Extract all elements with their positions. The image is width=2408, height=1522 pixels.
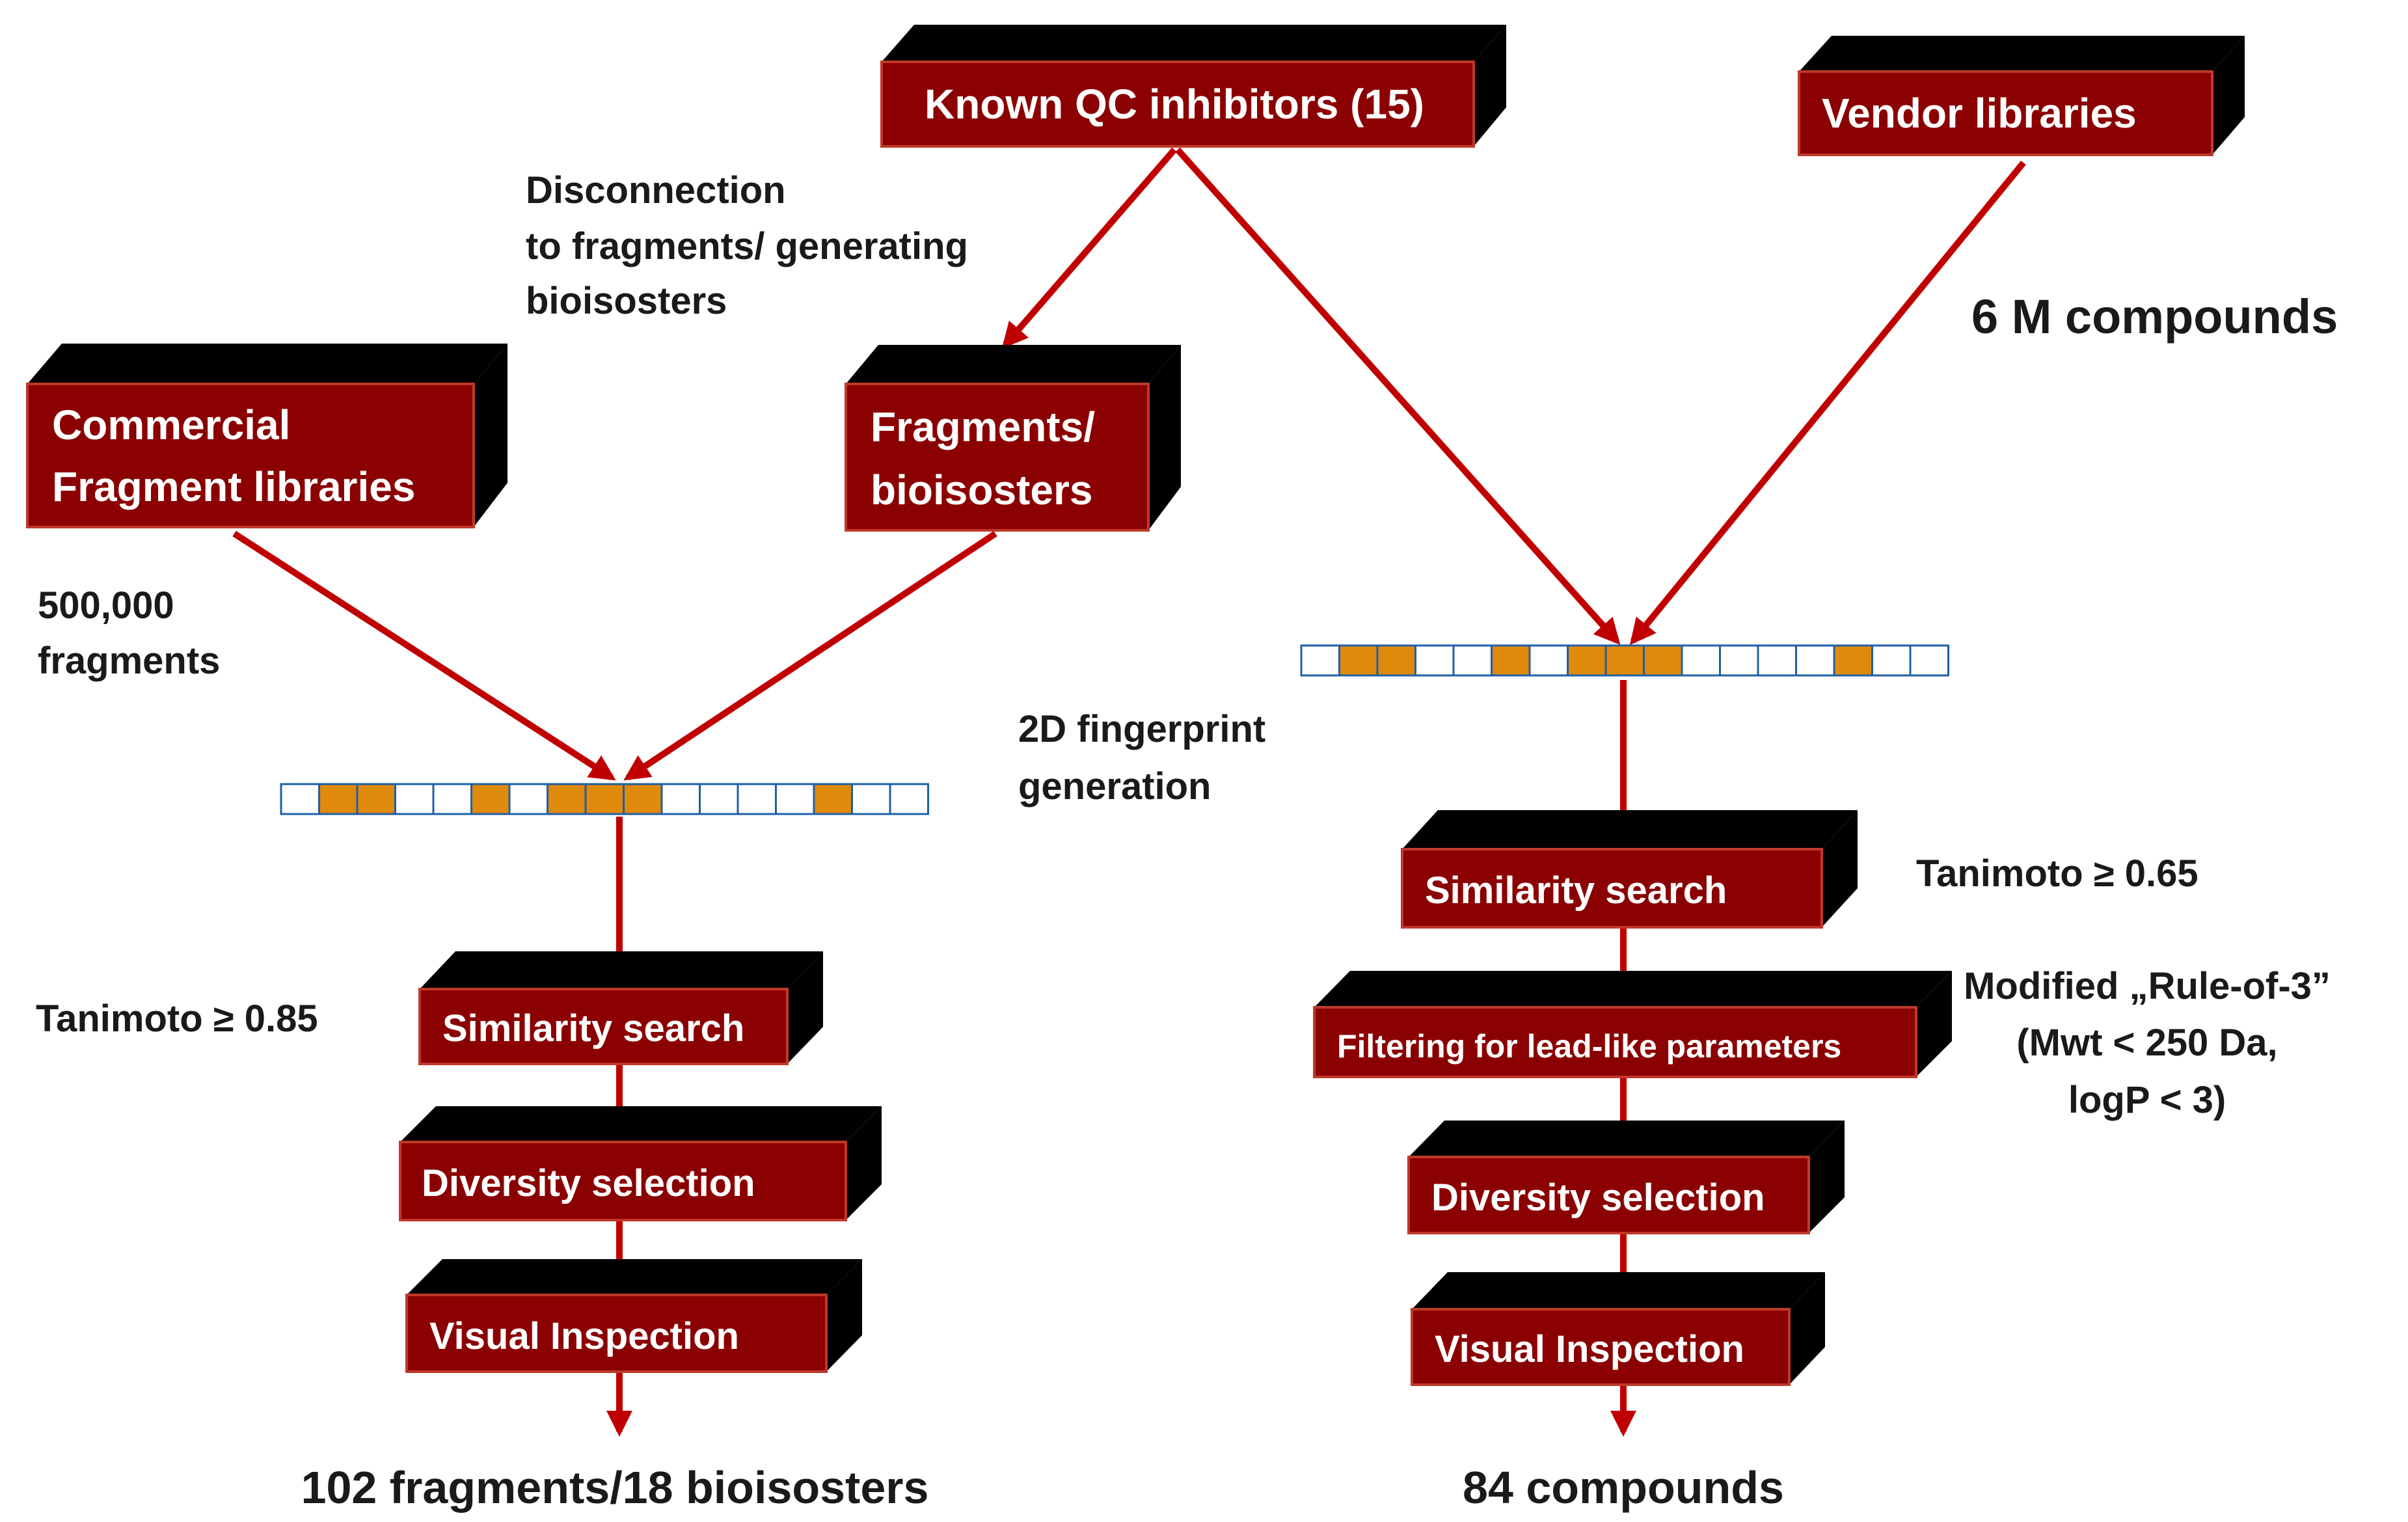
- fingerprint-left-bit: [432, 783, 472, 815]
- fingerprint-right-bit: [1414, 644, 1455, 677]
- commercial-label-line2: Fragment libraries: [52, 463, 415, 510]
- box-right-filtering: Filtering for lead-like parameters: [1313, 971, 1952, 1078]
- fingerprint-left-bit: [737, 783, 777, 815]
- fingerprint-left-bit: [280, 783, 320, 815]
- arrow-qc-to-right-fingerprint: [1175, 147, 1621, 645]
- fingerprint-left-bit: [470, 783, 511, 815]
- fingerprint-right-bit: [1604, 644, 1645, 677]
- fingerprint-left-bit: [547, 783, 587, 815]
- tanimoto-left-label: Tanimoto ≥ 0.85: [36, 998, 318, 1040]
- fragment-count-line2: fragments: [38, 640, 220, 682]
- fingerprint-left-bit: [889, 783, 929, 815]
- fingerprint-left-bit: [508, 783, 548, 815]
- fingerprint-left: [280, 783, 929, 815]
- fingerprint-left-bit: [660, 783, 701, 815]
- fingerprint-right-bit: [1528, 644, 1569, 677]
- rule-of-3-line1: Modified „Rule-of-3”: [1964, 965, 2331, 1007]
- arrow-fragments-to-left-fingerprint: [623, 530, 997, 781]
- right-diversity-label: Diversity selection: [1431, 1176, 1765, 1219]
- fragments-label-line2: bioisosters: [871, 467, 1092, 513]
- six-m-compounds-label: 6 M compounds: [1971, 290, 2338, 344]
- annotations: Disconnection to fragments/ generating b…: [36, 169, 2338, 1513]
- known-qc-label: Known QC inhibitors (15): [925, 81, 1424, 128]
- left-visual-label: Visual Inspection: [429, 1315, 739, 1357]
- fingerprint-left-bit: [623, 783, 663, 815]
- fingerprint-left-bit: [813, 783, 853, 815]
- fingerprint-left-bit: [584, 783, 625, 815]
- arrow-commercial-to-left-fingerprint: [232, 530, 616, 781]
- fingerprint-generation-line1: 2D fingerprint: [1018, 708, 1265, 750]
- box-right-similarity-search: Similarity search: [1401, 810, 1858, 929]
- fingerprint-left-bit: [394, 783, 435, 815]
- fingerprint-right-bit: [1300, 644, 1340, 677]
- fingerprint-right-bit: [1719, 644, 1759, 677]
- box-left-similarity-search: Similarity search: [418, 951, 823, 1065]
- rule-of-3-line3: logP < 3): [2068, 1079, 2226, 1121]
- fingerprint-right-bit: [1871, 644, 1912, 677]
- right-visual-label: Visual Inspection: [1435, 1328, 1744, 1370]
- fingerprint-left-bit: [318, 783, 358, 815]
- fingerprint-left-bit: [699, 783, 739, 815]
- disconnection-label-line1: Disconnection: [526, 169, 786, 211]
- right-filtering-label: Filtering for lead-like parameters: [1337, 1028, 1841, 1065]
- arrow-qc-to-fragments: [1001, 147, 1177, 349]
- fingerprint-right-bit: [1795, 644, 1835, 677]
- fingerprint-left-bit: [851, 783, 891, 815]
- fingerprint-right-bit: [1338, 644, 1379, 677]
- right-similarity-label: Similarity search: [1425, 869, 1727, 912]
- arrow-vendor-to-right-fingerprint: [1629, 160, 2026, 645]
- vendor-label: Vendor libraries: [1822, 90, 2137, 137]
- fingerprint-right-bit: [1452, 644, 1493, 677]
- result-right-label: 84 compounds: [1463, 1462, 1784, 1513]
- fingerprint-right-bit: [1909, 644, 1949, 677]
- fingerprint-right-bit: [1757, 644, 1797, 677]
- fingerprint-left-bit: [775, 783, 815, 815]
- disconnection-label-line3: bioisosters: [526, 280, 727, 322]
- fragments-label-line1: Fragments/: [871, 403, 1095, 450]
- box-left-visual-inspection: Visual Inspection: [405, 1259, 862, 1373]
- fingerprint-left-bit: [356, 783, 396, 815]
- left-diversity-label: Diversity selection: [422, 1162, 755, 1204]
- fingerprint-right-bit: [1567, 644, 1607, 677]
- fingerprint-right-bit: [1376, 644, 1416, 677]
- fingerprint-right: [1300, 644, 1949, 677]
- fingerprint-right-bit: [1491, 644, 1531, 677]
- rule-of-3-line2: (Mwt < 250 Da,: [2016, 1022, 2277, 1064]
- box-commercial-fragment-libraries: Commercial Fragment libraries: [26, 344, 507, 528]
- left-similarity-label: Similarity search: [442, 1007, 744, 1050]
- box-vendor-libraries: Vendor libraries: [1798, 36, 2245, 156]
- fingerprint-right-bit: [1833, 644, 1873, 677]
- box-right-visual-inspection: Visual Inspection: [1411, 1272, 1825, 1386]
- fragment-count-line1: 500,000: [38, 584, 174, 627]
- fingerprint-right-bit: [1643, 644, 1683, 677]
- commercial-label-line1: Commercial: [52, 401, 290, 448]
- box-right-diversity-selection: Diversity selection: [1407, 1121, 1845, 1234]
- result-left-label: 102 fragments/18 bioisosters: [301, 1462, 929, 1513]
- box-known-qc-inhibitors: Known QC inhibitors (15): [880, 25, 1506, 148]
- tanimoto-right-label: Tanimoto ≥ 0.65: [1916, 852, 2198, 895]
- box-fragments-bioisosters: Fragments/ bioisosters: [845, 345, 1181, 532]
- fingerprint-generation-line2: generation: [1018, 765, 1211, 808]
- box-left-diversity-selection: Diversity selection: [399, 1106, 882, 1221]
- disconnection-label-line2: to fragments/ generating: [526, 225, 968, 267]
- fingerprint-right-bit: [1681, 644, 1721, 677]
